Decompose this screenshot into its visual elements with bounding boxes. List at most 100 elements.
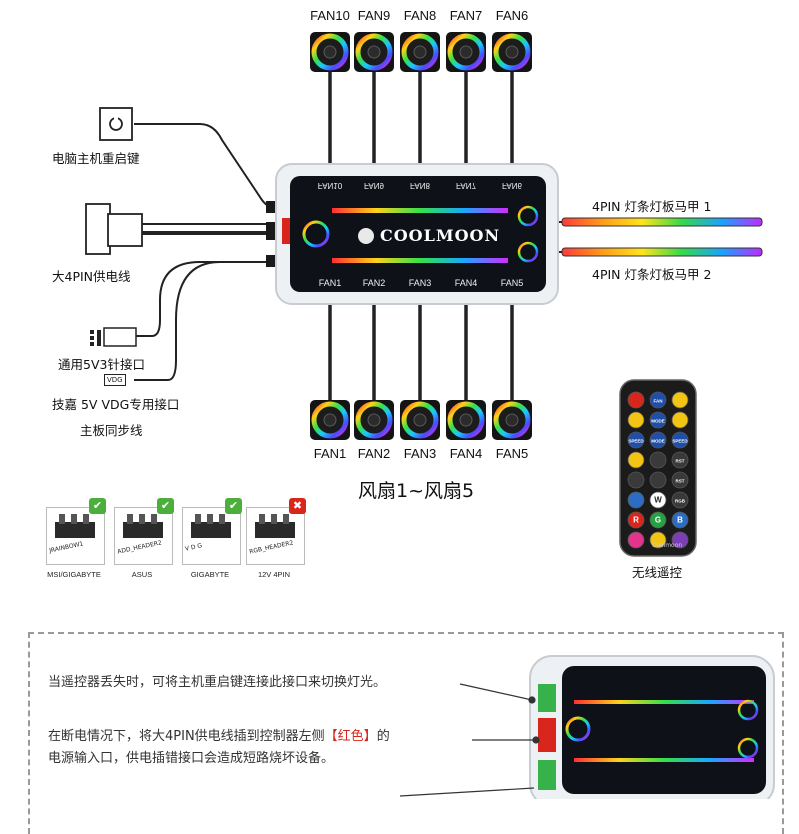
fan-label-fan6: FAN6 [495, 8, 529, 23]
motherboard-label: 12V 4PIN [257, 570, 291, 579]
motherboard-label: GIGABYTE [190, 570, 230, 579]
note-line-3: 电源输入口，供电插错接口会造成短路烧坏设备。 [48, 751, 335, 766]
remote-button: G [649, 511, 667, 529]
fan-fan10 [310, 32, 350, 72]
header-pins-icon [255, 514, 295, 538]
pin-5v3-connector-icon [90, 327, 137, 347]
remote-button [627, 391, 645, 409]
mb-sync-label: 主板同步线 [80, 423, 143, 438]
port-label-fan8: FAN8 [409, 181, 430, 190]
fan-label-fan7: FAN7 [449, 8, 483, 23]
svg-text:RGB: RGB [675, 499, 686, 504]
motherboard-label: MSI/GIGABYTE [47, 570, 101, 579]
fan-label-fan3: FAN3 [403, 446, 437, 461]
fan-cables-bottom [328, 302, 514, 402]
svg-text:MODE: MODE [651, 419, 665, 424]
port-label-fan6: FAN6 [501, 181, 522, 190]
fan-group-label: 风扇1~风扇5 [358, 480, 475, 502]
remote-button [671, 411, 689, 429]
remote-button: RST [671, 471, 689, 489]
motherboard-card: JRAINBOW1 [46, 507, 105, 565]
port-label-fan4: FAN4 [454, 278, 478, 288]
port-label-fan2: FAN2 [362, 278, 386, 288]
svg-text:FAN: FAN [654, 399, 663, 404]
remote-button [627, 531, 645, 549]
remote-button: R [627, 511, 645, 529]
fan-label-fan2: FAN2 [357, 446, 391, 461]
reset-key-label: 电脑主机重启键 [52, 151, 140, 166]
remote-button [627, 491, 645, 509]
fans-bottom-group [310, 400, 532, 440]
fan-label-fan8: FAN8 [403, 8, 437, 23]
fan-fan2 [354, 400, 394, 440]
fan-label-fan5: FAN5 [495, 446, 529, 461]
molex-connector-icon [85, 203, 143, 255]
vdg-port-label: 技嘉 5V VDG专用接口 [52, 397, 180, 412]
note-line-2b: 的 [376, 729, 390, 744]
motherboard-card: ADD_HEADER2 [114, 507, 173, 565]
port-label-fan5: FAN5 [500, 278, 524, 288]
motherboard-card: RGB_HEADER2 [246, 507, 305, 565]
rgb-strip-1 [561, 217, 763, 227]
svg-text:RST: RST [676, 479, 685, 484]
remote-button [627, 451, 645, 469]
fan-fan8 [400, 32, 440, 72]
remote-button: MODE [649, 431, 667, 449]
reset-key-icon [99, 107, 133, 141]
remote-button [627, 471, 645, 489]
note-red-highlight: 【红色】 [324, 729, 377, 744]
remote-button: B [671, 511, 689, 529]
pin-5v3-label: 通用5V3针接口 [58, 357, 145, 372]
svg-text:SPEED: SPEED [628, 439, 644, 444]
compatible-check-icon: ✔ [225, 498, 242, 514]
svg-text:G: G [655, 516, 661, 525]
note-line-2: 在断电情况下，将大4PIN供电线插到控制器左侧【红色】的 [48, 726, 390, 748]
controller-body [275, 163, 559, 305]
remote-button: RGB [671, 491, 689, 509]
svg-text:R: R [633, 516, 639, 525]
detail-controller-photo [529, 655, 775, 799]
fan-fan9 [354, 32, 394, 72]
rgb-strip-2 [561, 247, 763, 257]
port-label-fan3: FAN3 [408, 278, 432, 288]
remote-button [671, 391, 689, 409]
remote-button [649, 451, 667, 469]
motherboard-card: V D G [182, 507, 241, 565]
fan-cables-top [328, 70, 514, 166]
remote-button [671, 531, 689, 549]
left-cables [134, 123, 277, 381]
remote-button: MODE [649, 411, 667, 429]
svg-text:B: B [677, 516, 683, 525]
remote-button [627, 411, 645, 429]
port-label-fan10: FAN10 [317, 181, 343, 190]
port-label-fan9: FAN9 [363, 181, 384, 190]
remote-brand: Coolmoon [652, 542, 683, 549]
fan-label-fan1: FAN1 [313, 446, 347, 461]
header-pins-icon [191, 514, 231, 538]
incompatible-x-icon: ✖ [289, 498, 306, 514]
header-pins-icon [123, 514, 163, 538]
svg-text:MODE: MODE [651, 439, 665, 444]
controller-brand: COOLMOON [380, 226, 501, 245]
svg-text:RST: RST [676, 459, 685, 464]
fan-fan7 [446, 32, 486, 72]
port-label-fan1: FAN1 [318, 278, 342, 288]
port-label-fan7: FAN7 [455, 181, 476, 190]
power-4pin-label: 大4PIN供电线 [52, 269, 131, 284]
fan-fan3 [400, 400, 440, 440]
remote-button [649, 471, 667, 489]
remote-caption: 无线遥控 [632, 565, 683, 580]
fan-label-fan9: FAN9 [357, 8, 391, 23]
callout-lines [399, 683, 540, 797]
remote-button: RST [671, 451, 689, 469]
rgb-strip-1-label: 4PIN 灯条灯板马甲 1 [592, 199, 712, 214]
compatible-check-icon: ✔ [157, 498, 174, 514]
note-line-2a: 在断电情况下，将大4PIN供电线插到控制器左侧 [48, 729, 325, 744]
svg-text:W: W [654, 496, 662, 505]
remote-button: SPEED [671, 431, 689, 449]
compatible-check-icon: ✔ [89, 498, 106, 514]
motherboard-label: ASUS [131, 570, 153, 579]
